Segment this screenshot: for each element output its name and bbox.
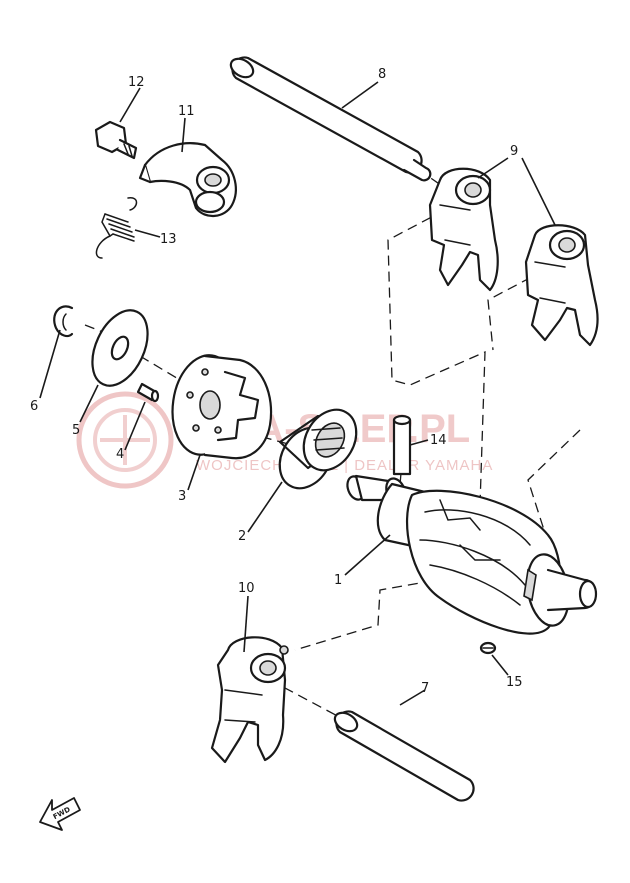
forward-arrow-icon: FWD bbox=[39, 797, 81, 831]
callout-13: 13 bbox=[160, 232, 177, 247]
callout-5: 5 bbox=[72, 423, 80, 438]
callout-12: 12 bbox=[128, 75, 145, 90]
leader-lines bbox=[39, 81, 556, 706]
shaft-7 bbox=[333, 710, 475, 802]
callout-4: 4 bbox=[116, 447, 124, 462]
callout-11: 11 bbox=[178, 104, 195, 119]
callout-7: 7 bbox=[421, 681, 429, 696]
callout-15: 15 bbox=[506, 675, 523, 690]
bearing-2 bbox=[278, 408, 358, 490]
screw-15 bbox=[479, 641, 497, 655]
callout-1: 1 bbox=[334, 573, 342, 588]
spring-13 bbox=[95, 197, 138, 259]
bolt-12 bbox=[94, 120, 138, 160]
segment-3 bbox=[171, 354, 273, 460]
callout-6: 6 bbox=[30, 399, 38, 414]
callouts: 1 2 3 4 5 6 7 8 9 10 11 12 13 14 15 bbox=[30, 67, 523, 696]
callout-10: 10 bbox=[238, 581, 255, 596]
watermark-sub-text: WOJCIECHOWICZ | DEALER YAMAHA bbox=[196, 457, 493, 474]
circlip-6 bbox=[53, 305, 74, 338]
washer-5 bbox=[91, 309, 149, 387]
pin-14 bbox=[392, 414, 412, 476]
shift-drum-1 bbox=[346, 474, 598, 635]
shift-fork-9-lower bbox=[524, 224, 599, 347]
callout-14: 14 bbox=[430, 433, 447, 448]
shaft-8 bbox=[229, 56, 432, 182]
shift-fork-10 bbox=[210, 636, 289, 764]
pin-4 bbox=[136, 382, 160, 403]
callout-2: 2 bbox=[238, 529, 246, 544]
watermark-logo bbox=[76, 391, 174, 489]
lever-11 bbox=[138, 142, 237, 217]
callout-9: 9 bbox=[510, 144, 518, 159]
callout-3: 3 bbox=[178, 489, 186, 504]
callout-8: 8 bbox=[378, 67, 386, 82]
shift-fork-9-upper bbox=[428, 167, 499, 292]
